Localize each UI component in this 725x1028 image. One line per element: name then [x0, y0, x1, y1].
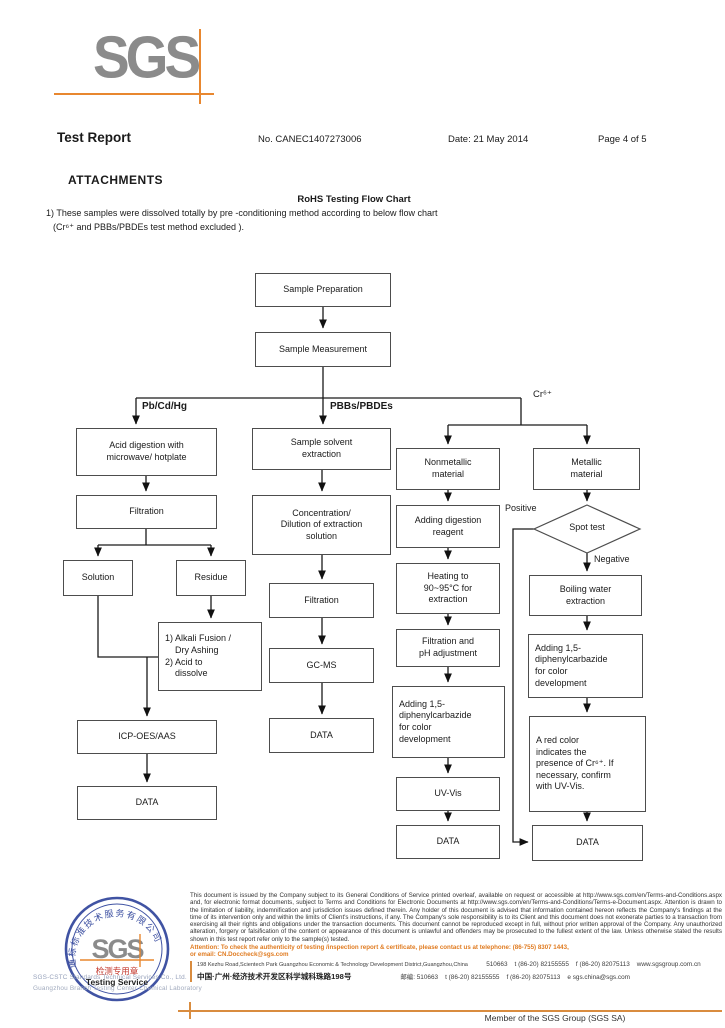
stamp-outer-circle-icon [64, 896, 170, 1002]
attention-line2: or email: CN.Doccheck@sgs.com [190, 951, 289, 959]
flowchart-node-acid-digestion: Acid digestion with microwave/ hotplate [76, 428, 217, 476]
flowchart-node-nonmetallic-material: Nonmetallic material [396, 448, 500, 490]
flowchart-node-icp-oes-aas: ICP-OES/AAS [77, 720, 217, 754]
footer-divider-tick [189, 1002, 191, 1019]
testing-service-stamp: 通标标准技术服务有限公司 SGS 检测专用章 Testing Service [64, 896, 170, 1002]
address-chinese-postal: 邮编: 510663 [400, 974, 439, 982]
member-line: Member of the SGS Group (SGS SA) [484, 1013, 626, 1023]
address-chinese-fax: f (86-20) 82075113 [506, 974, 561, 982]
address-chinese: 中国·广州·经济技术开发区科学城科珠路198号 [197, 972, 352, 982]
flowchart-node-adding-dpc-metal: Adding 1,5- diphenylcarbazide for color … [528, 634, 643, 698]
flowchart-node-filtration-ph: Filtration and pH adjustment [396, 629, 500, 667]
flowchart-node-data-2: DATA [269, 718, 374, 753]
address-chinese-tel: t (86-20) 82155555 [445, 974, 500, 982]
footer-legal-block: This document is issued by the Company s… [190, 892, 722, 983]
stamp-service-text: Testing Service [86, 977, 148, 987]
note-line-1: 1) These samples were dissolved totally … [46, 208, 438, 218]
flowchart-node-data-1: DATA [77, 786, 217, 820]
flowchart-node-data-4: DATA [532, 825, 643, 861]
stamp-red-text: 检测专用章 [96, 966, 139, 976]
stamp-inner-circle-icon [71, 903, 163, 995]
legal-text: This document is issued by the Company s… [190, 892, 722, 943]
address-english-postal: 510663 [486, 961, 508, 969]
flowchart-node-adding-dpc-nonmetal: Adding 1,5- diphenylcarbazide for color … [392, 686, 505, 758]
sgs-logo: SGS [93, 23, 201, 91]
stamp-sgs-text: SGS [91, 934, 143, 964]
flowchart-node-sample-preparation: Sample Preparation [255, 273, 391, 307]
flowchart-node-adding-digestion-reagent: Adding digestion reagent [396, 505, 500, 548]
attachments-heading: ATTACHMENTS [68, 173, 164, 187]
company-name-line1: SGS-CSTC Standards Technical Services Co… [33, 974, 187, 981]
flowchart-node-heating: Heating to 90~95°C for extraction [396, 563, 500, 614]
report-number: No. CANEC1407273006 [258, 134, 362, 145]
report-title: Test Report [57, 130, 132, 145]
flowchart-node-red-color: A red color indicates the presence of Cr… [529, 716, 646, 812]
logo-crosshair-vertical [199, 29, 201, 104]
company-name-line2: Guangzhou Branch Testing Center Chemical… [33, 985, 202, 992]
branch-label-pbbs-pbdes: PBBs/PBDEs [330, 401, 393, 412]
attention-line1: Attention: To check the authenticity of … [190, 944, 569, 952]
branch-label-pb-cd-hg: Pb/Cd/Hg [142, 401, 187, 412]
branch-label-cr6: Cr⁶⁺ [533, 389, 552, 400]
flowchart-node-residue: Residue [176, 560, 246, 596]
flowchart-node-filtration-2: Filtration [269, 583, 374, 618]
logo-crosshair-horizontal [54, 93, 214, 95]
flowchart-node-concentration: Concentration/ Dilution of extraction so… [252, 495, 391, 555]
footer-divider-line [178, 1010, 722, 1012]
report-date: Date: 21 May 2014 [448, 134, 529, 145]
flowchart-node-filtration-1: Filtration [76, 495, 217, 529]
flowchart-node-alkali-fusion: 1) Alkali Fusion / Dry Ashing 2) Acid to… [158, 622, 262, 691]
decision-label-positive: Positive [505, 503, 537, 513]
address-block: 198 Kezhu Road,Scientech Park Guangzhou … [190, 961, 722, 983]
flowchart-node-sample-measurement: Sample Measurement [255, 332, 391, 367]
note-line-2: (Cr⁶⁺ and PBBs/PBDEs test method exclude… [53, 222, 245, 232]
flowchart-node-gc-ms: GC-MS [269, 648, 374, 683]
page-indicator: Page 4 of 5 [598, 134, 647, 145]
flowchart-node-data-3: DATA [396, 825, 500, 859]
address-english-web: www.sgsgroup.com.cn [636, 961, 701, 969]
address-english-tel: t (86-20) 82155555 [514, 961, 569, 969]
decision-label-negative: Negative [594, 554, 630, 564]
flowchart-node-uv-vis: UV-Vis [396, 777, 500, 811]
address-english: 198 Kezhu Road,Scientech Park Guangzhou … [197, 962, 468, 969]
address-chinese-email: e sgs.china@sgs.com [567, 974, 630, 982]
flowchart-node-boiling-water: Boiling water extraction [529, 575, 642, 616]
flowchart-title: RoHS Testing Flow Chart [297, 194, 411, 205]
flowchart-node-solvent-extraction: Sample solvent extraction [252, 428, 391, 470]
flowchart-node-metallic-material: Metallic material [533, 448, 640, 490]
flowchart-node-solution: Solution [63, 560, 133, 596]
flowchart-node-spot-test: Spot test [569, 522, 605, 532]
address-english-fax: f (86-20) 82075113 [575, 961, 630, 969]
